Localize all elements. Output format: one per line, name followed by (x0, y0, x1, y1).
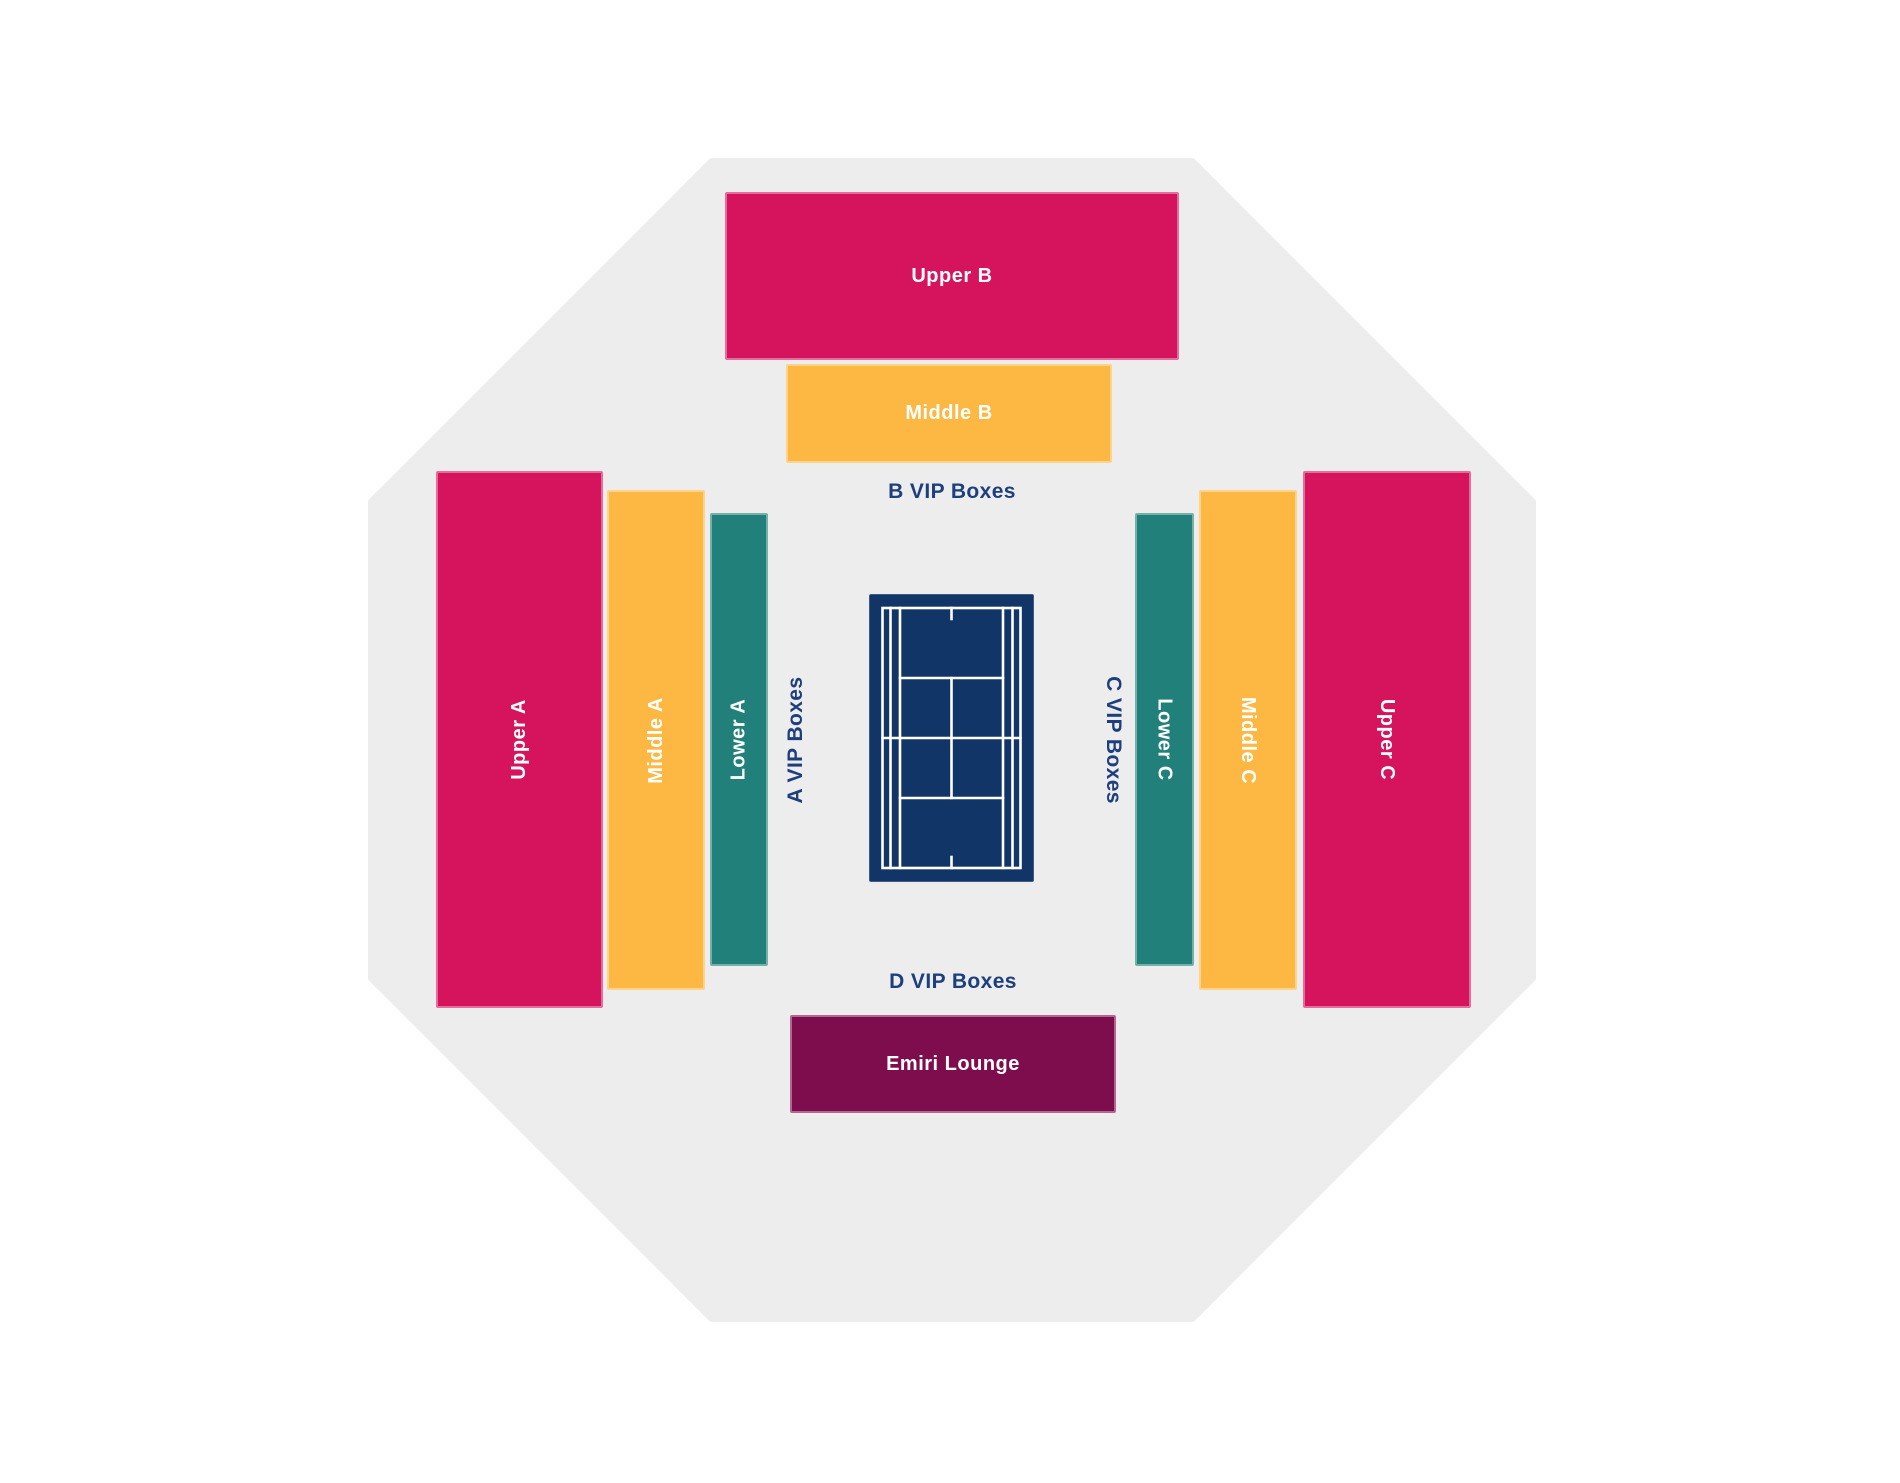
label-c-vip-boxes[interactable]: C VIP Boxes (1102, 676, 1125, 804)
section-middle-a-label: Middle A (644, 696, 667, 784)
section-lower-a-label: Lower A (727, 698, 750, 781)
section-upper-a-label: Upper A (507, 699, 530, 780)
court-lines (881, 606, 1022, 870)
label-b-vip-boxes[interactable]: B VIP Boxes (888, 480, 1016, 503)
tennis-court (869, 594, 1034, 882)
section-middle-a[interactable]: Middle A (607, 490, 705, 990)
section-upper-b-label: Upper B (911, 264, 993, 287)
section-middle-c[interactable]: Middle C (1199, 490, 1297, 990)
section-upper-c-label: Upper C (1376, 698, 1399, 781)
section-upper-b[interactable]: Upper B (725, 192, 1179, 360)
section-emiri-lounge-label: Emiri Lounge (886, 1052, 1020, 1075)
section-lower-a[interactable]: Lower A (710, 513, 768, 966)
section-middle-b-label: Middle B (905, 402, 993, 424)
section-lower-c-label: Lower C (1154, 698, 1176, 781)
label-a-vip-boxes[interactable]: A VIP Boxes (784, 676, 807, 804)
label-d-vip-boxes[interactable]: D VIP Boxes (889, 970, 1017, 993)
section-middle-b[interactable]: Middle B (786, 364, 1112, 463)
section-emiri-lounge[interactable]: Emiri Lounge (790, 1015, 1116, 1113)
section-upper-c[interactable]: Upper C (1303, 471, 1471, 1008)
section-middle-c-label: Middle C (1237, 696, 1260, 784)
section-lower-c[interactable]: Lower C (1135, 513, 1194, 966)
section-upper-a[interactable]: Upper A (436, 471, 603, 1008)
